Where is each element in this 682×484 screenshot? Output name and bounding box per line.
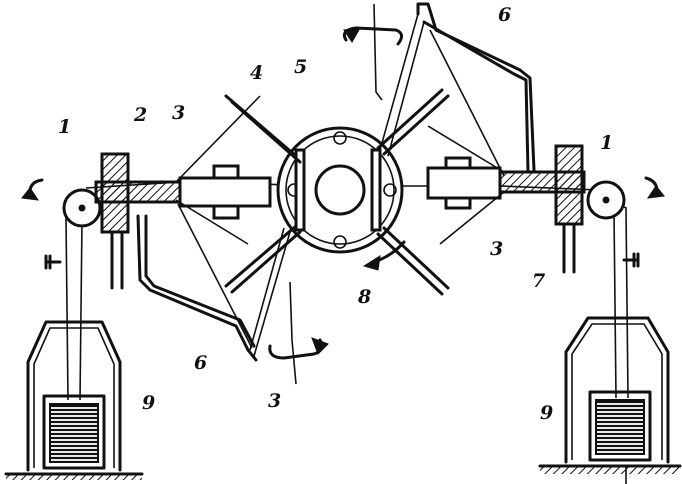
- label-3-right: 3: [490, 238, 504, 260]
- right-hollow-shaft: [426, 156, 586, 210]
- label-6-top: 6: [498, 4, 512, 26]
- right-floor: [538, 464, 682, 474]
- label-9-right: 9: [540, 402, 554, 424]
- label-3-bottom: 3: [268, 390, 282, 412]
- left-rotation-arrowhead: [21, 187, 40, 201]
- central-disc: [276, 126, 406, 271]
- right-spool-housing: [564, 316, 670, 464]
- right-rotation-arrowhead: [646, 185, 665, 199]
- label-6-bottom: 6: [194, 352, 208, 374]
- label-9-left: 9: [142, 392, 156, 414]
- label-4: 4: [250, 62, 264, 84]
- top-thread: [342, 3, 403, 101]
- right-bearing: [554, 144, 584, 274]
- spokes: [175, 88, 505, 296]
- left-spool-housing: [26, 320, 122, 472]
- bottom-thread: [268, 281, 329, 385]
- label-3-top: 3: [172, 102, 186, 124]
- label-2: 2: [134, 104, 148, 126]
- label-1-right: 1: [600, 132, 614, 154]
- top-flyer: [379, 2, 536, 177]
- left-floor: [4, 472, 144, 480]
- right-pulley: [586, 180, 626, 220]
- label-7: 7: [532, 270, 546, 292]
- bottom-flyer: [136, 203, 291, 362]
- left-hollow-shaft: [94, 164, 272, 220]
- left-bearing: [100, 152, 130, 290]
- label-1-left: 1: [58, 116, 72, 138]
- left-pulley: [62, 188, 102, 228]
- label-5: 5: [294, 56, 308, 78]
- label-8: 8: [358, 286, 372, 308]
